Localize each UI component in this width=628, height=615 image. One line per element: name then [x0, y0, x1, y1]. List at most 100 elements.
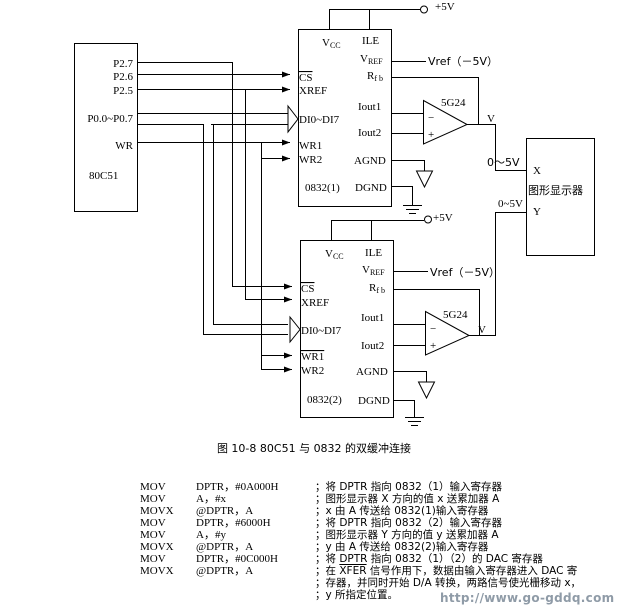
dac2-vref: VREF [362, 264, 385, 277]
mcu-name: 80C51 [89, 170, 118, 182]
code-op: MOVX [140, 565, 174, 577]
code-comment: ；将 DPTR 指向 0832（1）（2）的 DAC 寄存器 [315, 553, 543, 565]
dac1-labels: VCC ILE VREF Rf b Iout1 Iout2 AGND DGND … [299, 1, 498, 194]
comment-prefix: ；在 [315, 565, 340, 577]
dac1-dgnd: DGND [355, 182, 387, 194]
code-comment: ；图形显示器 X 方向的值 x 送累加器 A [315, 493, 500, 505]
code-op: MOV [140, 481, 166, 493]
code-op: MOV [140, 517, 166, 529]
dac1-wr2: WR2 [299, 154, 322, 166]
dac1-label: 0832(1) [305, 182, 340, 194]
dac1-dgnd-symbol [391, 186, 422, 214]
dac2-wr2: WR2 [301, 365, 324, 377]
dac2-iout1: Iout1 [361, 312, 384, 324]
opamp2-minus: − [430, 323, 436, 335]
dac2-rfb-feedback [393, 289, 480, 336]
display-labels: 0～5V 0~5V X Y 图形显示器 [487, 156, 583, 218]
display-y-range: 0~5V [498, 198, 523, 210]
opamp1-out: V [487, 113, 495, 125]
dac2-labels: VCC ILE VREF Rf b Iout1 Iout2 AGND DGND … [301, 212, 500, 407]
pin-p26: P2.6 [113, 71, 133, 83]
opamp1-label: 5G24 [441, 97, 466, 109]
watermark: http://www.go-gddq.com [440, 591, 615, 605]
pin-p27: P2.7 [113, 58, 133, 70]
code-comment: ；将 DPTR 指向 0832（2）输入寄存器 [315, 517, 503, 529]
code-op: MOV [140, 553, 166, 565]
dac2-bus-arrow [289, 315, 301, 344]
dac1-supply-terminal [420, 5, 428, 14]
dac2-xref: XREF [301, 297, 329, 309]
code-comment: ；图形显示器 Y 方向的值 y 送累加器 A [315, 529, 499, 541]
opamp1-inputs [391, 113, 424, 134]
dac2-supply-terminal [424, 215, 432, 224]
wire-p27 [137, 62, 292, 290]
display-label: 图形显示器 [528, 184, 583, 197]
opamp1-plus: + [428, 129, 434, 141]
pin-p25: P2.5 [113, 85, 133, 97]
dac1-agnd: AGND [354, 155, 386, 167]
code-op: MOVX [140, 541, 174, 553]
opamp2-triangle [425, 310, 471, 356]
comment-rest: 信号作用下，数据由输入寄存器进入 DAC 寄 [366, 565, 578, 577]
dac1-wr1: WR1 [299, 140, 322, 152]
opamp1-minus: − [428, 112, 434, 124]
code-comment: ；存器，并同时开始 D/A 转换，两路信号使光栅移动 x， [315, 577, 582, 589]
dac1-xref: XREF [299, 85, 327, 97]
dac2-agnd-symbol [417, 381, 436, 400]
code-arg: @DPTR，A [196, 565, 254, 577]
dac1-vref-ext: Vref（－5V） [428, 55, 498, 68]
code-arg: DPTR，#6000H [196, 517, 271, 529]
wire-p25-xref2 [245, 89, 292, 303]
pin-wr: WR [115, 140, 133, 152]
dac1-vcc: VCC [322, 37, 341, 50]
dac1-vref: VREF [360, 53, 383, 66]
opamp1-triangle [423, 99, 469, 145]
dac1-box [298, 29, 392, 207]
display-x-input: X [533, 165, 541, 177]
dac2-wr1: WR1 [301, 351, 324, 363]
dac2-dgnd-symbol [393, 400, 424, 426]
code-arg: DPTR，#0A000H [196, 481, 279, 493]
dac2-agnd-wire [393, 371, 427, 382]
dac1-ile: ILE [362, 35, 379, 47]
dac1-iout1: Iout1 [358, 101, 381, 113]
code-arg: @DPTR，A [196, 541, 254, 553]
figure-caption: 图 10-8 80C51 与 0832 的双缓冲连接 [216, 442, 412, 455]
dac1-iout2: Iout2 [358, 127, 381, 139]
code-op: MOV [140, 529, 166, 541]
code-arg: @DPTR，A [196, 505, 254, 517]
dac1-rfb-feedback [391, 77, 479, 125]
dac2-ile: ILE [365, 247, 382, 259]
opamp2-label: 5G24 [443, 309, 468, 321]
code-op: MOV [140, 493, 166, 505]
dac1-supply-wire [329, 9, 420, 29]
opamp-labels: 5G24 − + V 5G24 − + V [428, 97, 495, 352]
dac2-label: 0832(2) [307, 394, 342, 406]
opamp2-inputs [393, 324, 426, 346]
dac2-agnd: AGND [356, 366, 388, 378]
dac2-supply-wire [331, 220, 424, 240]
display-x-range: 0～5V [487, 156, 520, 169]
dac2-iout2: Iout2 [361, 340, 384, 352]
dac1-cs: CS [299, 72, 312, 84]
dac2-vcc: VCC [325, 248, 344, 261]
mcu-80c51-box [74, 43, 138, 212]
dac1-di: DI0~DI7 [299, 114, 340, 126]
display-y-input: Y [533, 206, 541, 218]
dac1-rfb: Rf b [367, 70, 383, 83]
opamp2-output-wire [469, 212, 526, 336]
dac1-agnd-symbol [415, 170, 434, 189]
data-bus-wires [137, 113, 288, 335]
dac2-rfb: Rf b [369, 282, 385, 295]
dac1-supply: +5V [435, 1, 455, 13]
opamp1-output-wire [467, 124, 526, 171]
opamp2-plus: + [430, 340, 436, 352]
dac2-supply: +5V [433, 212, 453, 224]
code-arg: A，#x [196, 493, 226, 505]
dac2-cs: CS [301, 283, 314, 295]
dac2-vref-ext: Vref（－5V） [430, 266, 500, 279]
code-comment: ；x 由 A 传送给 0832(1)输入寄存器 [315, 505, 489, 517]
mcu-labels: P2.7 P2.6 P2.5 P0.0~P0.7 WR 80C51 [87, 58, 133, 182]
code-comment: ；将 DPTR 指向 0832（1）输入寄存器 [315, 481, 503, 493]
